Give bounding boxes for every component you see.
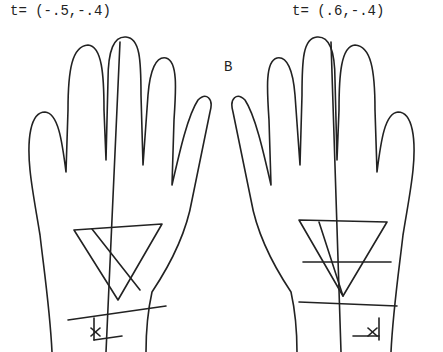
- cross-mark: [91, 328, 100, 336]
- base-line: [68, 306, 166, 320]
- bracket-tick: [93, 318, 95, 340]
- parameter-label: t= (.6,-.4): [292, 4, 384, 19]
- parameter-label: t= (-.5,-.4): [10, 4, 111, 19]
- panel-letter: B: [224, 60, 232, 75]
- right-hand: [232, 37, 414, 352]
- triangle: [299, 220, 387, 296]
- base-line: [303, 261, 391, 263]
- cross-mark: [91, 328, 100, 336]
- cross-mark: [368, 328, 377, 336]
- axis-line: [331, 42, 341, 352]
- bracket-line: [94, 336, 122, 340]
- left-hand: [29, 37, 211, 352]
- hand-outline: [232, 37, 414, 352]
- axis-line: [106, 42, 120, 352]
- inner-line: [319, 222, 343, 296]
- hand-outline: [29, 37, 211, 352]
- inner-line: [92, 229, 140, 290]
- bracket-line: [353, 335, 379, 337]
- triangle: [74, 224, 162, 300]
- cross-mark: [368, 328, 377, 336]
- base-line: [299, 302, 397, 306]
